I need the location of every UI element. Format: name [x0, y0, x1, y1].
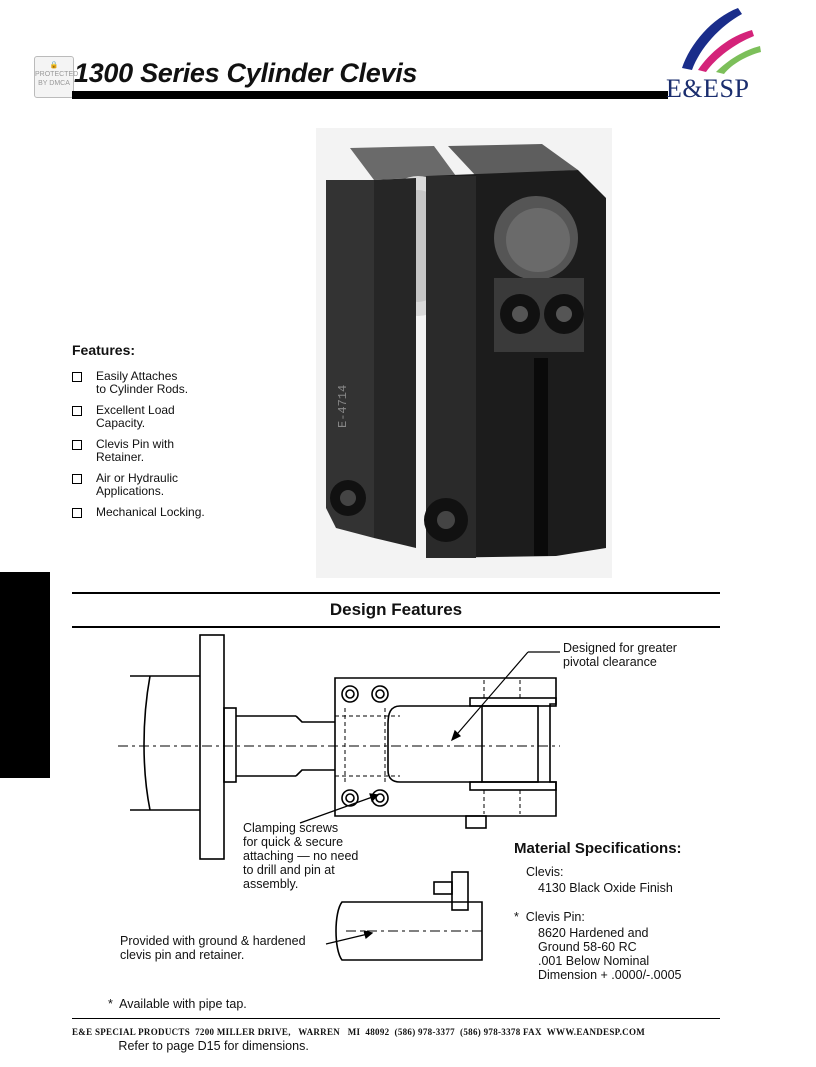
- note-pipe-tap: * Available with pipe tap. Refer to page…: [108, 997, 309, 1053]
- checkbox-icon: [72, 440, 82, 450]
- company-logo-text: E&ESP: [666, 74, 750, 103]
- product-photo: E-4714: [316, 128, 612, 578]
- clevis-value: 4130 Black Oxide Finish: [538, 881, 673, 895]
- checkbox-icon: [72, 474, 82, 484]
- logo-swoosh-green: [716, 46, 761, 74]
- material-specs-heading: Material Specifications:: [514, 840, 682, 857]
- note-provided-pin: Provided with ground & hardened clevis p…: [120, 934, 306, 962]
- feature-item: Mechanical Locking.: [72, 506, 246, 519]
- features-heading: Features:: [72, 342, 136, 358]
- technical-drawing: [118, 634, 560, 961]
- clevis-pin-values: 8620 Hardened and Ground 58-60 RC .001 B…: [538, 926, 682, 982]
- checkbox-icon: [72, 508, 82, 518]
- checkbox-icon: [72, 406, 82, 416]
- footer-rule: [72, 1018, 720, 1019]
- title-rule: [72, 91, 668, 99]
- design-features-rule-top: [72, 592, 720, 594]
- footer-contact: E&E SPECIAL PRODUCTS 7200 MILLER DRIVE, …: [72, 1027, 646, 1037]
- note-clamping-screws: Clamping screws for quick & secure attac…: [243, 821, 359, 891]
- logo-swoosh-blue: [682, 8, 742, 70]
- design-features-heading: Design Features: [329, 600, 463, 619]
- logo-swoosh-pink: [698, 30, 754, 72]
- design-features-rule-bottom: [72, 626, 720, 628]
- dmca-badge[interactable]: 🔒 PROTECTED BY DMCA: [34, 56, 79, 98]
- section-side-tab: [0, 572, 50, 778]
- company-logo-swoosh: [682, 8, 761, 74]
- dmca-badge-label: PROTECTED BY DMCA: [35, 71, 79, 87]
- clevis-label: Clevis:: [526, 865, 564, 879]
- page-title: 1300 Series Cylinder Clevis: [74, 58, 418, 88]
- note-pivotal-clearance: Designed for greater pivotal clearance: [563, 641, 677, 669]
- checkbox-icon: [72, 372, 82, 382]
- lock-icon: 🔒: [49, 62, 59, 69]
- clevis-pin-label: * Clevis Pin:: [514, 910, 585, 924]
- engraving-text: E-4714: [336, 385, 350, 428]
